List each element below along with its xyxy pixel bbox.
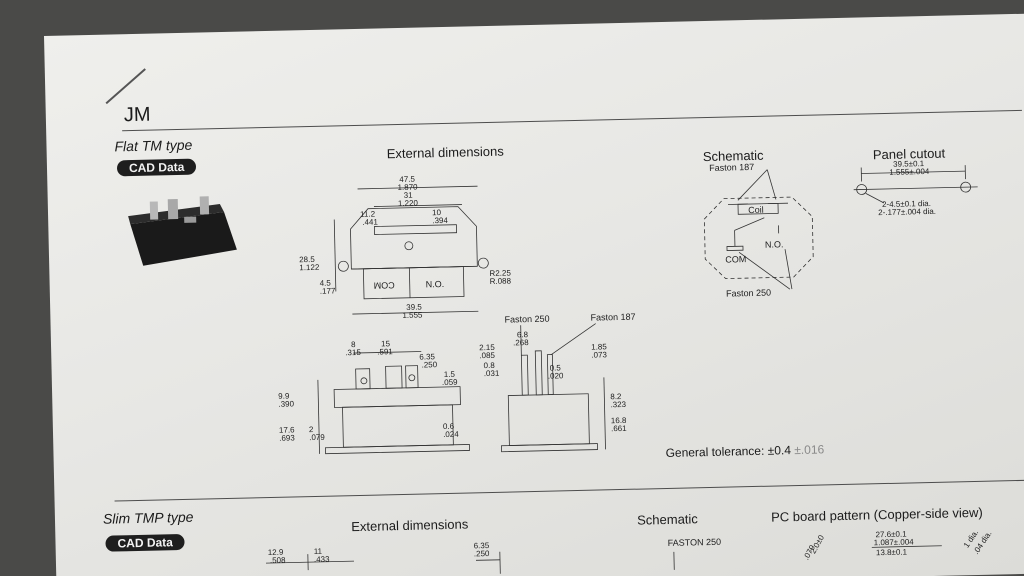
- slim-dim-p-in: 1.087±.004: [873, 537, 914, 548]
- side-view-drawing: [317, 351, 470, 455]
- relay-photo: [123, 182, 245, 275]
- top-view-drawing: [333, 185, 489, 315]
- datasheet-page: JM Flat TM type CAD Data External dimens…: [44, 13, 1024, 576]
- panel-cutout-drawing: [853, 165, 978, 204]
- relay-photo-drawing: [128, 196, 237, 266]
- slim-faston-label: FASTON 250: [667, 536, 722, 548]
- slim-dim-b-in: .433: [313, 554, 330, 565]
- slim-dim-c-in: .250: [473, 549, 490, 559]
- end-view-drawing: [501, 323, 606, 453]
- schematic-drawing: [703, 169, 814, 290]
- slim-dim-a-in: .508: [269, 555, 286, 566]
- slim-dim-p2-mm: 13.8±0.1: [875, 547, 908, 558]
- slim-drawing-stubs: [266, 545, 942, 574]
